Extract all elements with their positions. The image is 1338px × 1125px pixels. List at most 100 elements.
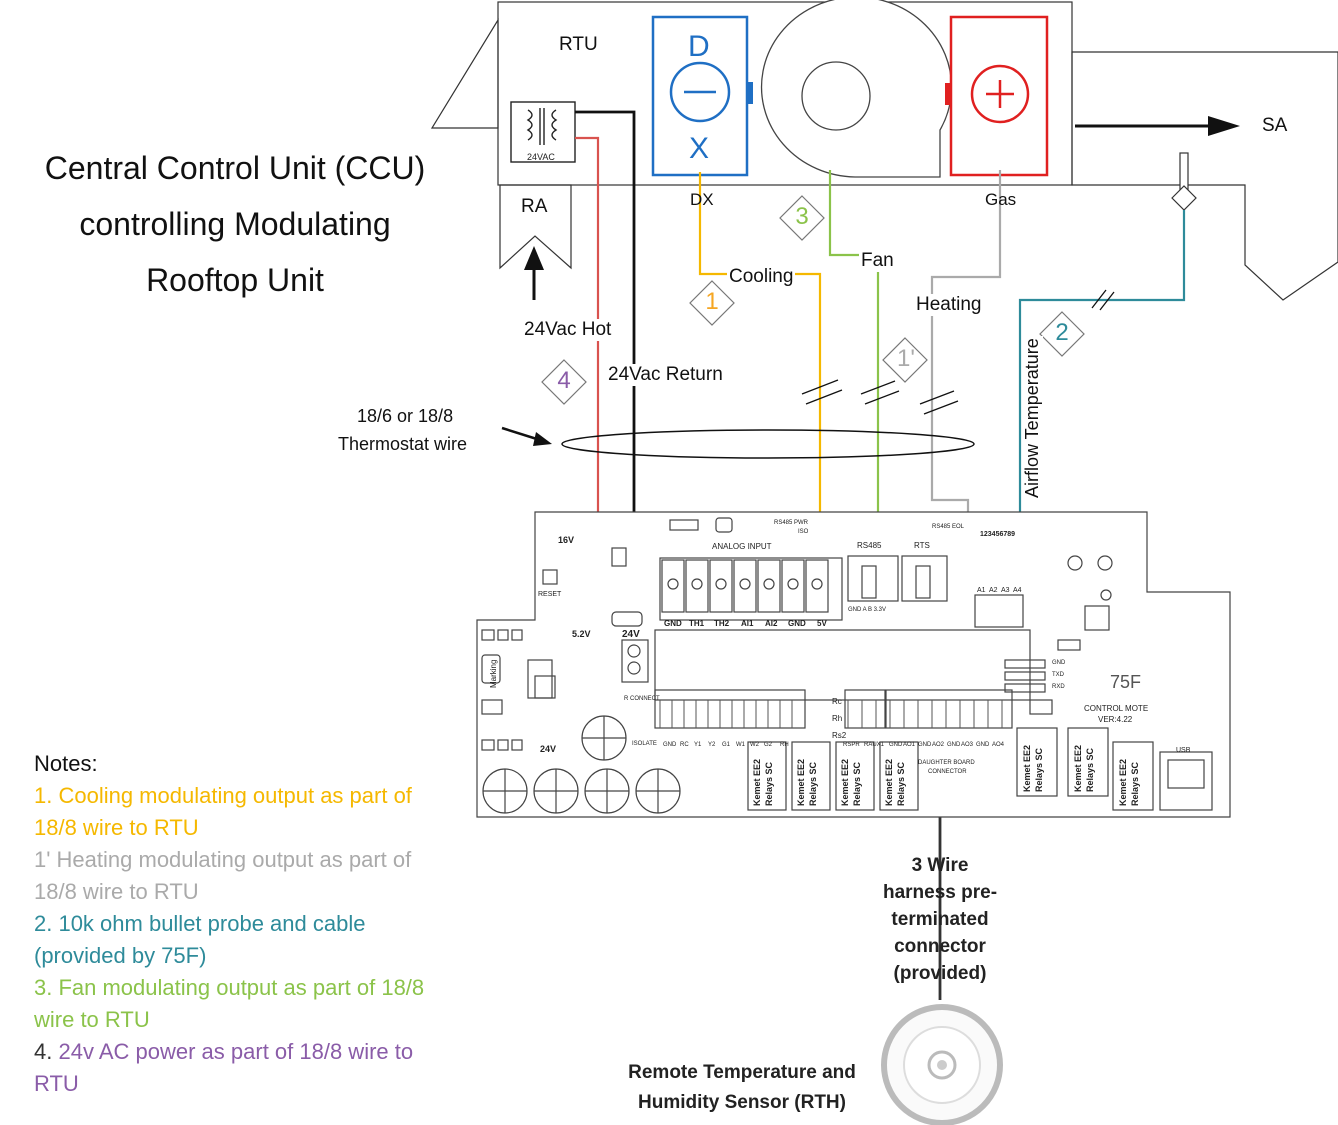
rxd-label: RXD: [1052, 684, 1065, 690]
rs2-label: Rs2: [832, 731, 847, 740]
title-line-2: controlling Modulating: [79, 206, 391, 242]
dx-top-letter: D: [688, 30, 710, 63]
hot-label: 24Vac Hot: [522, 319, 614, 341]
marker-1-prime: 1': [897, 345, 915, 372]
a-label: A2: [989, 587, 998, 594]
usb-label: USB: [1176, 747, 1191, 754]
dx-bottom-letter: X: [689, 132, 709, 165]
gas-heater-box: [945, 15, 1049, 177]
rspr-label: RSPR: [843, 742, 860, 748]
ai-label: TH2: [714, 619, 730, 628]
ai-label: TH1: [689, 619, 705, 628]
transformer-icon: [510, 101, 576, 163]
board-analog-input: ANALOG INPUT: [712, 542, 772, 551]
rtu-label: RTU: [559, 34, 598, 55]
note-power-text: 24v AC power as part of 18/8 wire to RTU: [34, 1039, 414, 1096]
heating-label: Heating: [914, 294, 984, 316]
relay-label-line1: Kemet EE2: [796, 759, 806, 806]
dx-coil-box: [651, 15, 753, 177]
version-label: VER:4.22: [1098, 715, 1133, 724]
daughter-board-label: DAUGHTER BOARD: [918, 760, 975, 766]
cooling-label: Cooling: [727, 266, 796, 288]
ao-term: AO3: [961, 742, 974, 748]
gas-label: Gas: [985, 190, 1017, 209]
relay-label-line1: Kemet EE2: [752, 759, 762, 806]
ra-label: RA: [521, 196, 548, 217]
board-rs485-pwr: RS485 PWR: [774, 520, 809, 526]
airflow-temperature-label: Airflow Temperature: [1022, 336, 1043, 500]
board-r-connect: R CONNECT: [624, 696, 660, 702]
board-24v: 24V: [622, 629, 640, 640]
board-rts: RTS: [914, 541, 930, 550]
note-fan: 3. Fan modulating output as part of 18/8…: [34, 975, 425, 1032]
control-board: [476, 511, 1231, 818]
harness-line: connector: [894, 936, 986, 957]
relay-term: Y2: [708, 742, 716, 748]
board-16v: 16V: [558, 535, 574, 545]
ao-term: GND: [976, 742, 990, 748]
a-label: A3: [1001, 587, 1010, 594]
harness-line: (provided): [893, 963, 987, 984]
raux1-label: RAUX1: [864, 742, 885, 748]
txd-label: TXD: [1052, 672, 1065, 678]
notes-heading: Notes:: [34, 751, 98, 776]
harness-label: 3 Wire harness pre- terminated connector…: [870, 852, 1010, 987]
ao-term: GND: [947, 742, 961, 748]
relay-label-line2: Relays SC: [1034, 747, 1044, 792]
ai-label: 5V: [817, 619, 827, 628]
board-5v2: 5.2V: [572, 629, 591, 639]
rc-label: Rc: [832, 697, 842, 706]
harness-line: harness pre-: [882, 882, 998, 903]
fan-label: Fan: [859, 250, 896, 272]
marker-4: 4: [557, 367, 571, 394]
return-label: 24Vac Return: [606, 364, 725, 386]
relay-label-line2: Relays SC: [1130, 761, 1140, 806]
relay-term: RH: [780, 742, 789, 748]
ai-label: GND: [788, 619, 806, 628]
rth-label: Remote Temperature and Humidity Sensor (…: [612, 1058, 872, 1118]
marker-3: 3: [795, 203, 809, 230]
supply-air-arrow: [1075, 116, 1240, 136]
ao-term: AO1: [903, 742, 916, 748]
relay-label-line2: Relays SC: [808, 761, 818, 806]
board-serial: 123456789: [980, 531, 1015, 538]
relay-text: Kemet EE2 Relays SC Kemet EE2 Relays SC …: [752, 745, 1140, 806]
return-air-arrow: [524, 246, 544, 300]
board-reset: RESET: [538, 591, 562, 598]
harness-line: 3 Wire: [911, 855, 969, 876]
harness-line: terminated: [891, 909, 989, 930]
relay-term: G1: [722, 742, 731, 748]
relay-term: RC: [680, 742, 689, 748]
gnd-label: GND: [1052, 660, 1066, 666]
relay-term: G2: [764, 742, 773, 748]
ai-label: GND: [664, 619, 682, 628]
ao-term: AO4: [992, 742, 1005, 748]
board-iso: ISO: [798, 529, 809, 535]
relay-label-line2: Relays SC: [1085, 747, 1095, 792]
brand-logo-text: 75F: [1110, 672, 1141, 692]
board-text: 24VAC D X 16V RESET 5.2V 24V 24V R CONNE…: [489, 30, 1191, 775]
relay-term: Y1: [694, 742, 702, 748]
rth-line: Remote Temperature and: [628, 1062, 856, 1083]
a-label: A1: [977, 587, 986, 594]
thermostat-wire-line1: 18/6 or 18/8: [357, 406, 454, 426]
ai-label: AI2: [765, 619, 778, 628]
dx-label: DX: [690, 190, 714, 209]
relay-label-line2: Relays SC: [896, 761, 906, 806]
notes-block: Notes: 1. Cooling modulating output as p…: [34, 748, 454, 1100]
marking-label: Marking: [489, 660, 498, 688]
board-rs485: RS485: [857, 541, 882, 550]
note-probe: 2. 10k ohm bullet probe and cable (provi…: [34, 911, 366, 968]
note-cooling: 1. Cooling modulating output as part of …: [34, 783, 412, 840]
transformer-label: 24VAC: [527, 152, 555, 162]
relay-label-line1: Kemet EE2: [1073, 745, 1083, 792]
a-label: A4: [1013, 587, 1022, 594]
note-heating: 1' Heating modulating output as part of …: [34, 847, 412, 904]
thermostat-wire-line2: Thermostat wire: [338, 434, 468, 454]
marker-1: 1: [705, 288, 719, 315]
relay-term: W2: [750, 742, 760, 748]
relay-term: W1: [736, 742, 746, 748]
thermostat-wire-bundle: [501, 426, 975, 459]
marker-2: 2: [1055, 319, 1069, 346]
